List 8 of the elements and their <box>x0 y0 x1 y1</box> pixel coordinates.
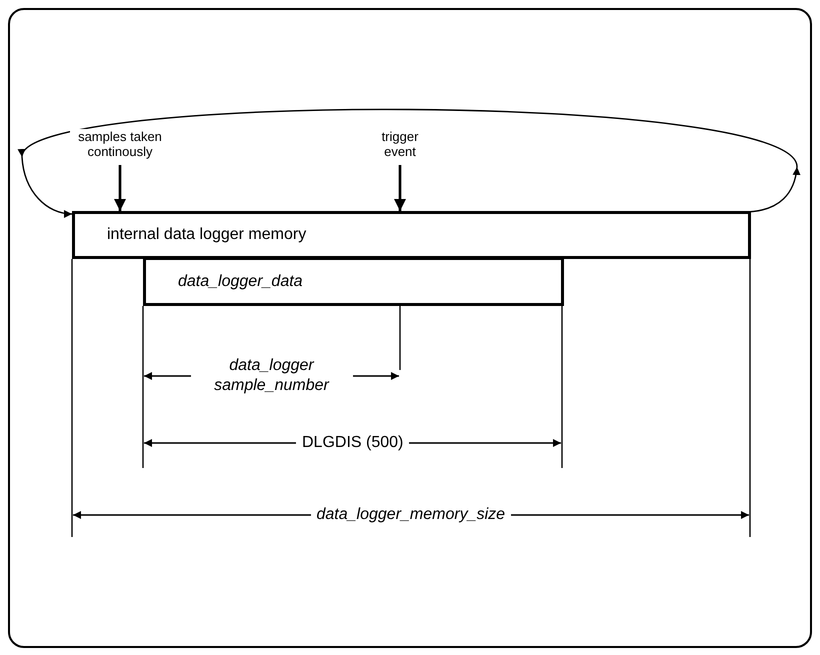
arrow <box>394 165 406 211</box>
data-bar: data_logger_data <box>143 257 564 306</box>
dimension-label: DLGDIS (500) <box>296 433 410 453</box>
memory-bar: internal data logger memory <box>72 211 751 259</box>
dimension-label: data_logger sample_number <box>190 356 352 396</box>
dimension-label: data_logger_memory_size <box>310 505 512 525</box>
loop-arrow <box>18 108 800 218</box>
arrow <box>114 165 126 211</box>
